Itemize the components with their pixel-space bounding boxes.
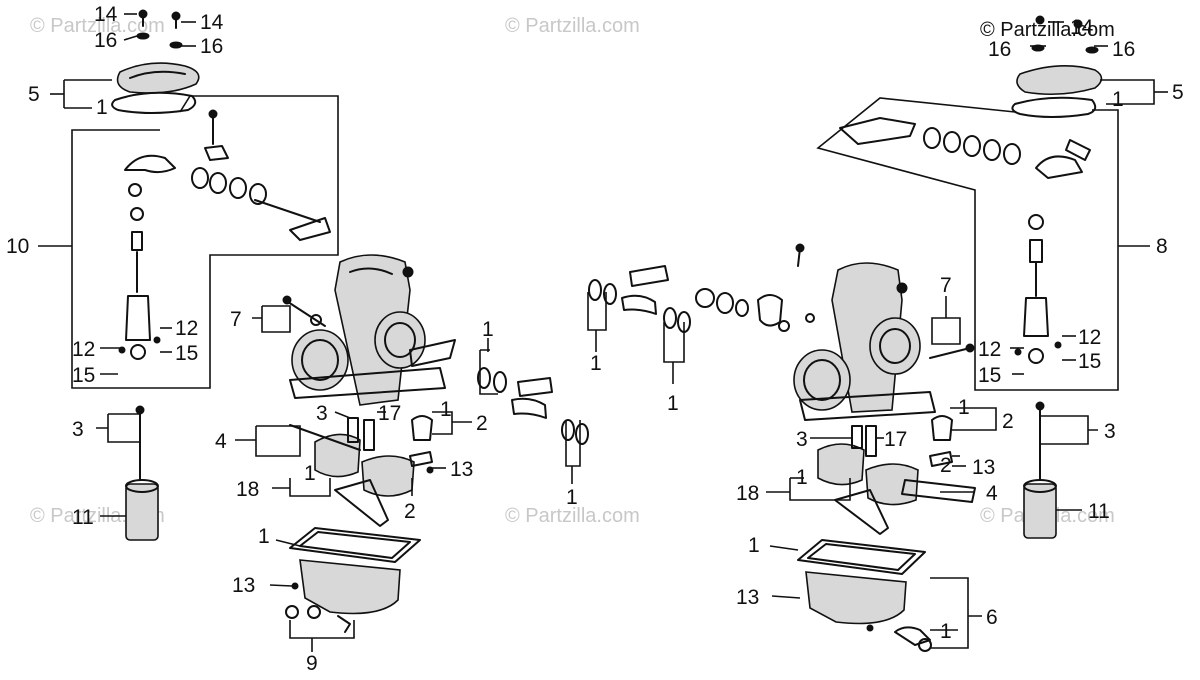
right-top-cap <box>1011 65 1103 118</box>
callout-11: 11 <box>1088 500 1110 523</box>
callout-1: 1 <box>796 466 808 489</box>
left-carburetor-assembly <box>71 9 589 633</box>
callout-14: 14 <box>200 11 224 34</box>
callout-labels: 14 16 14 16 5 1 10 7 12 12 15 15 3 4 3 1… <box>6 3 1184 675</box>
leader-lines <box>38 13 1168 652</box>
callout-3: 3 <box>796 428 808 451</box>
callout-9: 9 <box>306 652 318 675</box>
callout-11: 11 <box>72 506 94 529</box>
callout-1: 1 <box>258 525 270 548</box>
callout-7: 7 <box>940 274 952 297</box>
callout-2: 2 <box>476 412 488 435</box>
right-float-bowl <box>797 539 932 652</box>
callout-13: 13 <box>736 586 759 609</box>
callout-1: 1 <box>958 396 970 419</box>
callout-15: 15 <box>72 364 95 387</box>
left-needle-column <box>118 207 161 360</box>
callout-1: 1 <box>748 534 760 557</box>
callout-5: 5 <box>1172 81 1184 104</box>
left-group-bracket <box>71 95 339 389</box>
callout-18: 18 <box>736 482 759 505</box>
callout-14: 14 <box>1070 16 1094 39</box>
callout-1: 1 <box>590 352 602 375</box>
callout-2: 2 <box>1002 410 1014 433</box>
left-float-bowl <box>285 527 421 633</box>
callout-16: 16 <box>1112 38 1135 61</box>
callout-5: 5 <box>28 83 40 106</box>
callout-1: 1 <box>304 462 316 485</box>
callout-1: 1 <box>482 318 494 341</box>
callout-6: 6 <box>986 606 998 629</box>
left-link-pieces <box>477 367 589 445</box>
right-carb-body <box>793 262 975 421</box>
callout-2: 2 <box>940 454 952 477</box>
callout-2: 2 <box>404 500 416 523</box>
callout-15: 15 <box>1078 350 1101 373</box>
callout-17: 17 <box>378 402 401 425</box>
right-needle-column <box>1014 214 1062 364</box>
left-top-cap <box>111 62 200 114</box>
left-choke-linkage <box>124 109 331 241</box>
callout-15: 15 <box>175 342 198 365</box>
callout-1: 1 <box>566 486 578 509</box>
callout-16: 16 <box>200 35 223 58</box>
callout-1: 1 <box>667 392 679 415</box>
callout-18: 18 <box>236 478 259 501</box>
callout-4: 4 <box>986 482 998 505</box>
right-float-parts <box>817 415 976 535</box>
callout-14: 14 <box>94 3 118 26</box>
callout-3: 3 <box>1104 420 1116 443</box>
callout-4: 4 <box>215 430 227 453</box>
right-link-pieces <box>588 243 815 333</box>
right-group-bracket <box>816 97 1119 391</box>
callout-1: 1 <box>940 620 952 643</box>
callout-12: 12 <box>1078 326 1101 349</box>
left-filter <box>125 405 159 541</box>
watermark: © Partzilla.com <box>30 15 165 37</box>
left-float-parts <box>289 415 434 527</box>
callout-13: 13 <box>232 574 255 597</box>
callout-16: 16 <box>94 29 117 52</box>
callout-15: 15 <box>978 364 1001 387</box>
right-choke-linkage <box>839 117 1091 179</box>
callout-12: 12 <box>175 317 198 340</box>
callout-12: 12 <box>72 338 95 361</box>
left-cap-screws <box>136 9 183 49</box>
callout-17: 17 <box>884 428 907 451</box>
callout-7: 7 <box>230 308 242 331</box>
callout-3: 3 <box>316 402 328 425</box>
callout-3: 3 <box>72 418 84 441</box>
callout-16: 16 <box>988 38 1011 61</box>
watermark: © Partzilla.com <box>505 505 640 527</box>
watermarks: © Partzilla.com © Partzilla.com © Partzi… <box>30 15 1115 527</box>
callout-1: 1 <box>96 96 108 119</box>
callout-12: 12 <box>978 338 1001 361</box>
left-air-screw <box>282 295 326 327</box>
callout-8: 8 <box>1156 235 1168 258</box>
left-carb-body <box>289 254 456 406</box>
callout-1: 1 <box>440 398 452 421</box>
right-carburetor-assembly <box>588 15 1119 652</box>
callout-13: 13 <box>972 456 995 479</box>
watermark: © Partzilla.com <box>505 15 640 37</box>
callout-10: 10 <box>6 235 29 258</box>
callout-1: 1 <box>1112 88 1124 111</box>
callout-13: 13 <box>450 458 473 481</box>
